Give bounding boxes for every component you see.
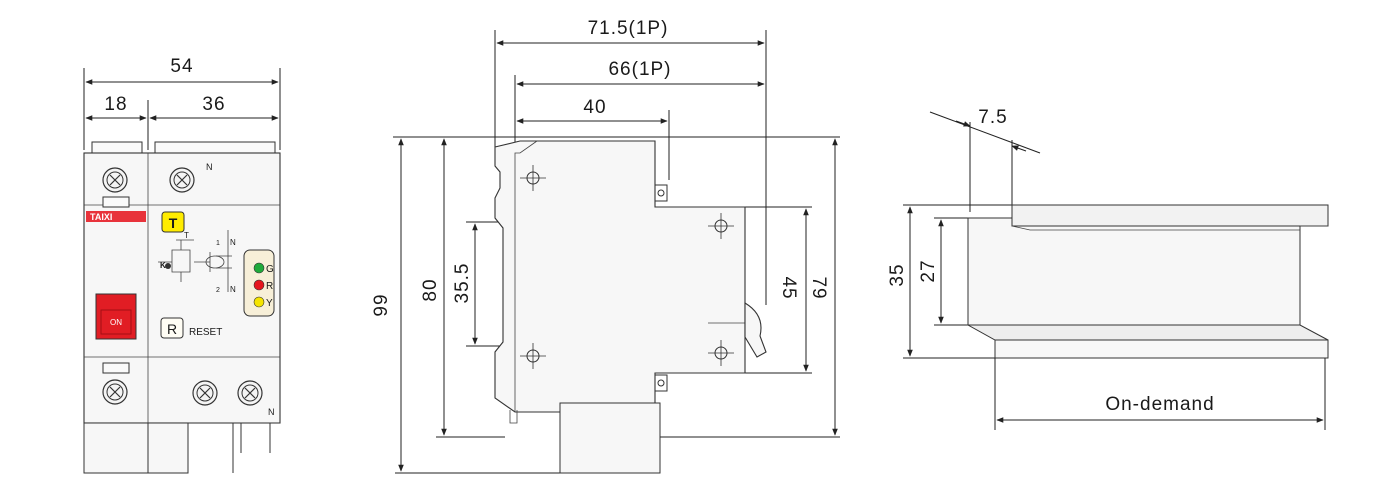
- schematic-num-2: 2: [216, 287, 220, 294]
- reset-button[interactable]: [160, 317, 184, 339]
- breaker-side-profile: [494, 140, 746, 413]
- terminal-screw-bottom-left: [102, 379, 128, 405]
- test-button-label: T: [169, 215, 178, 231]
- dim-40: 40: [583, 97, 606, 118]
- schematic-n-label-top: N: [230, 238, 236, 247]
- switch-on-label: ON: [110, 318, 122, 327]
- dim-7-5: 7.5: [978, 107, 1007, 128]
- led-green-icon: [253, 262, 265, 274]
- wiring-schematic: T K 1 2 N N: [158, 230, 236, 294]
- schematic-num-1: 1: [216, 240, 220, 247]
- terminal-screw-top-left: [102, 167, 128, 193]
- dim-left-width: 18: [104, 94, 127, 115]
- schematic-t-label: T: [184, 231, 189, 240]
- schematic-k-label: K: [160, 261, 166, 270]
- terminal-screw-bottom-mid: [192, 380, 218, 406]
- side-view: 71.5(1P) 66(1P) 40 99 80 35.5 45 79: [371, 18, 840, 474]
- dim-total-width: 54: [170, 56, 193, 77]
- front-width-dimension: 54 18 36: [83, 56, 281, 150]
- dim-width-1p: 71.5(1P): [588, 18, 669, 39]
- terminal-screw-top-right: [169, 167, 195, 193]
- dim-99: 99: [371, 293, 392, 316]
- dim-45: 45: [778, 276, 799, 299]
- led-green-label: G: [266, 264, 274, 275]
- led-red-label: R: [266, 281, 273, 292]
- dim-35: 35: [887, 263, 908, 286]
- rail-view: 7.5 35 27 On-demand: [887, 107, 1329, 430]
- brand-label: TAIXI: [90, 212, 112, 222]
- dim-right-width: 36: [202, 94, 225, 115]
- reset-button-label: R: [167, 321, 177, 337]
- dim-35-5: 35.5: [452, 263, 473, 304]
- dim-depth-1p: 66(1P): [608, 59, 671, 80]
- test-button[interactable]: [161, 211, 185, 233]
- led-yellow-label: Y: [266, 298, 273, 309]
- terminal-n-label-top: N: [206, 162, 213, 172]
- dim-79: 79: [808, 276, 829, 299]
- on-toggle-switch[interactable]: [95, 293, 137, 340]
- terminal-n-label-bottom: N: [268, 407, 275, 417]
- front-view: 54 18 36 N N TAIXI: [83, 56, 281, 474]
- dim-80: 80: [420, 278, 441, 301]
- schematic-n-label-bottom: N: [230, 285, 236, 294]
- led-yellow-icon: [253, 296, 265, 308]
- dim-27: 27: [918, 259, 939, 282]
- led-red-icon: [253, 279, 265, 291]
- side-lever-icon: [744, 302, 767, 358]
- rail-length-label: On-demand: [1105, 394, 1214, 415]
- din-rail-profile: [966, 204, 1329, 359]
- reset-text-label: RESET: [189, 327, 222, 338]
- terminal-screw-bottom-right: [237, 380, 263, 406]
- brand-strip: [86, 211, 146, 222]
